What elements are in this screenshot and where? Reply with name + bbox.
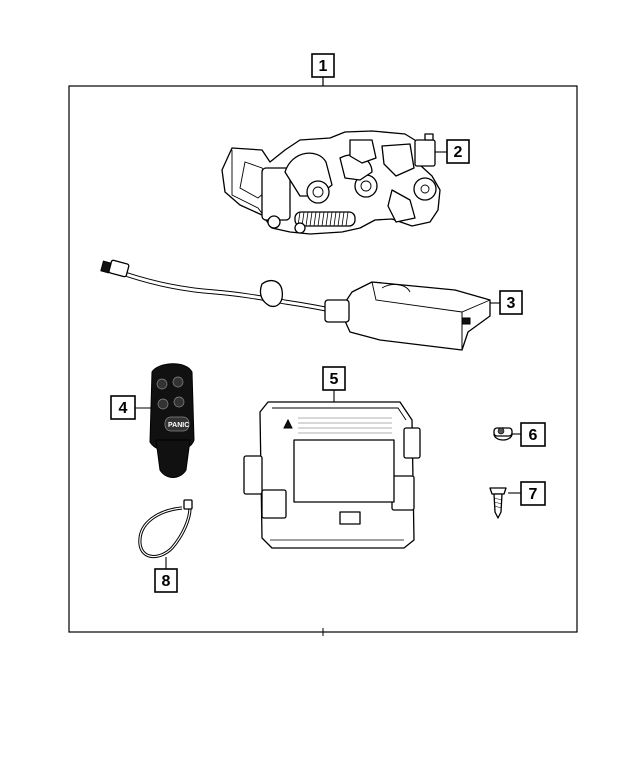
callout-1-number: 1 <box>319 58 328 75</box>
callout-3-number: 3 <box>507 295 516 312</box>
callout-6-number: 6 <box>529 427 538 444</box>
hood-latch <box>221 130 441 235</box>
callout-5: 5 <box>322 366 346 391</box>
callout-2-number: 2 <box>454 144 463 161</box>
receiver-module <box>243 401 421 549</box>
callout-4-number: 4 <box>119 400 128 417</box>
callout-7-number: 7 <box>529 486 538 503</box>
callout-6: 6 <box>520 422 546 447</box>
nut <box>493 427 513 441</box>
hood-release-module <box>100 259 491 351</box>
fob-panic-label: PANIC <box>168 422 189 429</box>
callout-5-number: 5 <box>330 371 339 388</box>
key-fob: PANIC <box>149 363 195 478</box>
callout-1: 1 <box>311 53 335 78</box>
callout-2: 2 <box>446 139 470 164</box>
callout-4: 4 <box>110 395 136 420</box>
callout-8: 8 <box>154 568 178 593</box>
cable-tie <box>138 499 193 559</box>
callout-7: 7 <box>520 481 546 506</box>
callout-3: 3 <box>499 290 523 315</box>
screw <box>489 487 507 519</box>
callout-8-number: 8 <box>162 573 171 590</box>
